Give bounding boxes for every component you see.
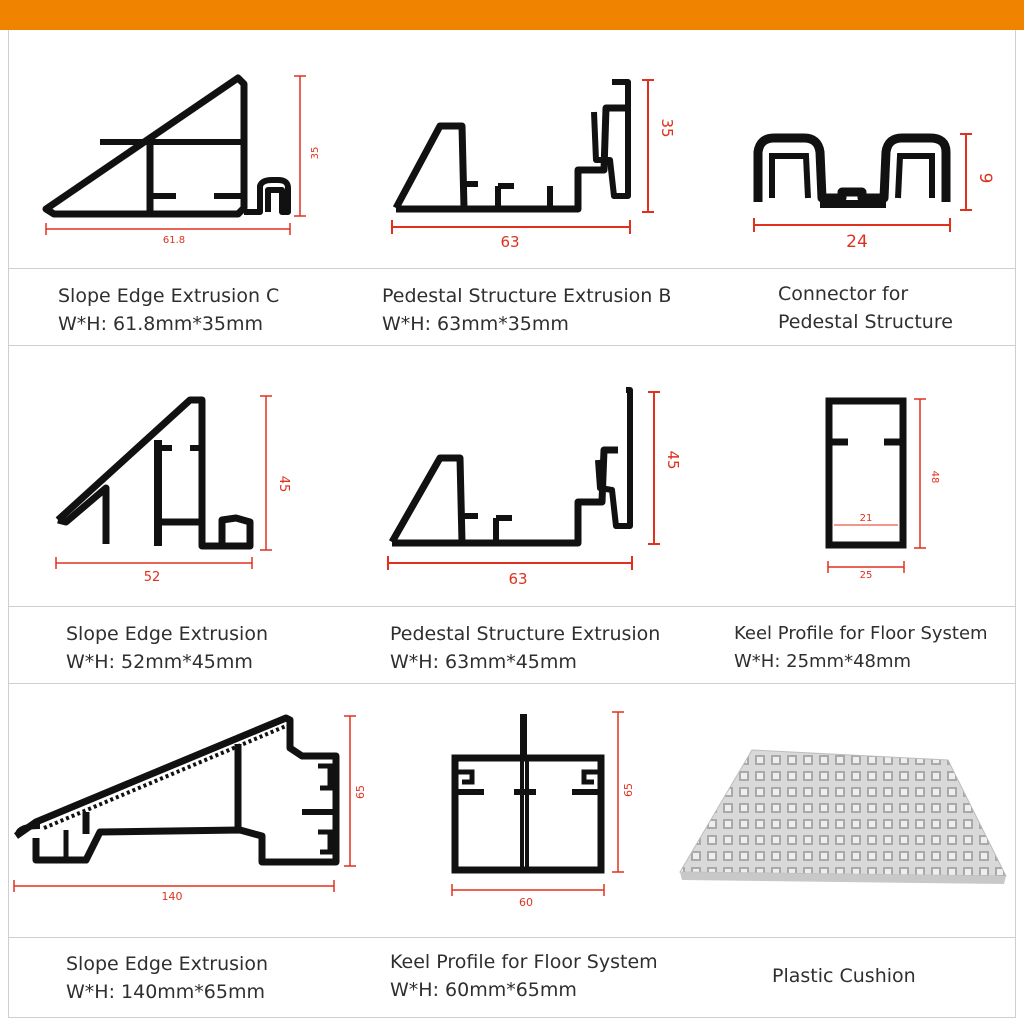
product-caption: Pedestal Structure Extrusion W*H: 63mm*4…	[390, 620, 660, 676]
height-label: 35	[310, 147, 321, 160]
keel-profile-60-drawing	[451, 711, 624, 896]
product-size: W*H: 52mm*45mm	[66, 651, 253, 673]
slope-edge-extrusion-140-drawing	[13, 714, 356, 892]
width-label: 61.8	[163, 235, 185, 246]
product-size: W*H: 63mm*35mm	[382, 313, 569, 335]
product-name: Keel Profile for Floor System	[390, 951, 658, 973]
height-label: 65	[622, 783, 635, 797]
product-caption: Slope Edge Extrusion C W*H: 61.8mm*35mm	[58, 282, 279, 338]
row-divider	[8, 345, 1016, 346]
product-size: W*H: 63mm*45mm	[390, 651, 577, 673]
height-label: 65	[354, 785, 367, 799]
product-caption: Slope Edge Extrusion W*H: 52mm*45mm	[66, 620, 268, 676]
product-name: Slope Edge Extrusion	[66, 953, 269, 975]
connector-drawing	[753, 133, 972, 232]
product-size: W*H: 140mm*65mm	[66, 981, 265, 1003]
height-label: 45	[276, 476, 291, 493]
row-divider	[8, 606, 1016, 607]
product-size: W*H: 25mm*48mm	[734, 651, 912, 672]
catalog-frame	[8, 30, 1016, 1018]
product-caption: Keel Profile for Floor System W*H: 60mm*…	[390, 948, 658, 1004]
product-caption: Plastic Cushion	[772, 962, 916, 990]
product-size: W*H: 60mm*65mm	[390, 979, 577, 1001]
width-label: 60	[519, 896, 533, 909]
width-label: 24	[846, 232, 868, 252]
product-caption: Connector for Pedestal Structure	[778, 280, 953, 336]
product-name: Keel Profile for Floor System	[734, 623, 988, 644]
width-label: 140	[162, 890, 183, 903]
width-label: 63	[500, 233, 519, 251]
pedestal-structure-extrusion-b-drawing	[391, 79, 654, 234]
product-caption: Keel Profile for Floor System W*H: 25mm*…	[734, 620, 988, 676]
top-accent-bar	[0, 0, 1024, 30]
inner-width-label: 21	[860, 513, 873, 524]
product-name: Plastic Cushion	[772, 965, 916, 987]
row-divider	[8, 937, 1016, 938]
row-divider	[8, 683, 1016, 684]
height-label: 45	[664, 450, 682, 469]
height-label: 9	[975, 173, 995, 184]
product-name: Slope Edge Extrusion	[66, 623, 269, 645]
product-name: Pedestal Structure Extrusion	[390, 623, 661, 645]
slope-edge-extrusion-52-drawing	[55, 395, 272, 569]
product-caption: Pedestal Structure Extrusion B W*H: 63mm…	[382, 282, 671, 338]
slope-edge-extrusion-c-drawing	[42, 74, 306, 235]
width-label: 25	[860, 570, 873, 581]
height-label: 48	[929, 471, 940, 484]
height-label: 35	[658, 118, 676, 137]
product-size: Pedestal Structure	[778, 311, 953, 333]
width-label: 52	[144, 570, 161, 585]
row-divider	[8, 268, 1016, 269]
plastic-cushion-image	[679, 749, 1007, 884]
pedestal-structure-extrusion-drawing	[387, 387, 660, 570]
width-label: 63	[508, 570, 527, 588]
product-name: Pedestal Structure Extrusion B	[382, 285, 672, 307]
keel-profile-25-drawing	[825, 397, 926, 573]
product-size: W*H: 61.8mm*35mm	[58, 313, 264, 335]
product-name: Slope Edge Extrusion C	[58, 285, 280, 307]
product-name: Connector for	[778, 283, 909, 305]
product-caption: Slope Edge Extrusion W*H: 140mm*65mm	[66, 950, 268, 1006]
